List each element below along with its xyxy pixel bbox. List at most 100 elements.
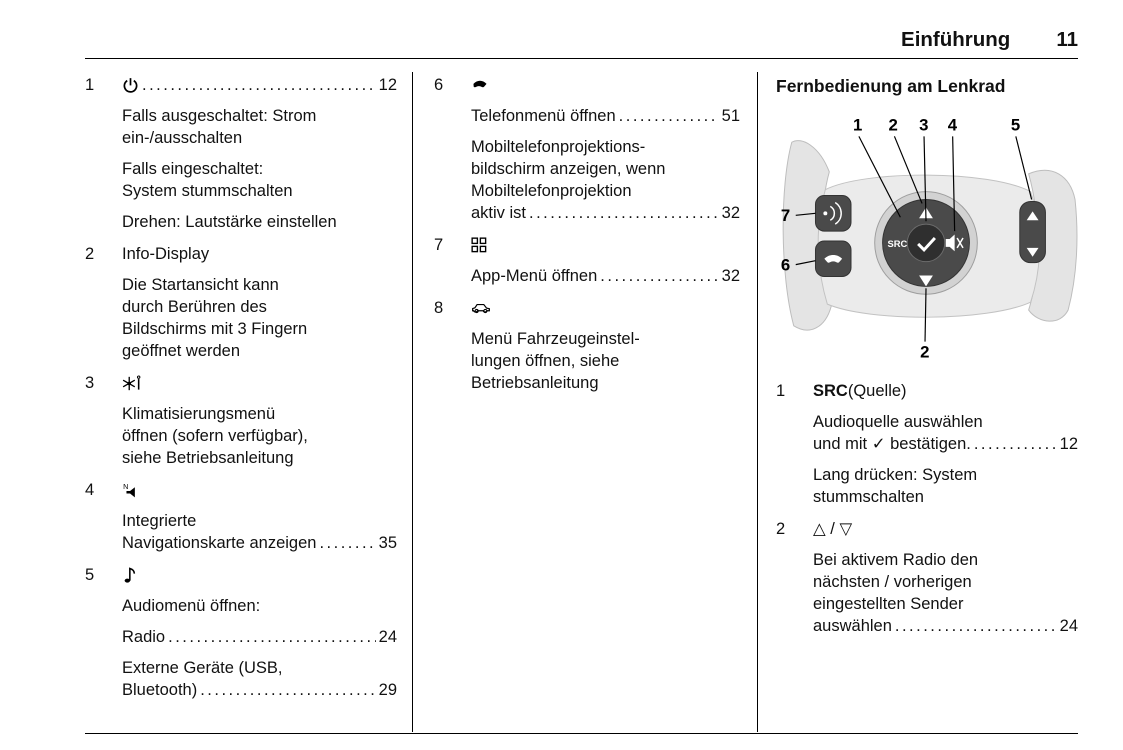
list-item: 6 Telefonmenü öffnen ...................…	[434, 74, 740, 224]
item-text: Bei aktivem Radio den nächsten / vorheri…	[813, 551, 979, 613]
leader-text: auswählen	[813, 617, 892, 635]
car-icon	[471, 301, 491, 315]
list-item: 5 Audiomenü öffnen: Radio ..............…	[85, 564, 397, 701]
item-text: Drehen: Lautstärke einstellen	[122, 213, 337, 231]
section-heading: Fernbedienung am Lenkrad	[776, 76, 1006, 96]
page-ref: 24	[1059, 617, 1078, 635]
rocker-button	[1019, 200, 1046, 264]
list-item: 3 Klimatisierungsmenü öffne	[85, 372, 397, 469]
page-ref: 32	[721, 267, 740, 285]
page-ref: 51	[721, 107, 740, 125]
power-icon	[122, 77, 139, 94]
leader-text: Bluetooth)	[122, 681, 198, 699]
dot-leader: ........................................…	[600, 267, 718, 285]
item-text: Integrierte	[122, 512, 197, 530]
callout-7: 7	[781, 206, 790, 225]
item-number: 6	[434, 76, 444, 94]
item-title-bold: SRC	[813, 382, 848, 400]
callout-2: 2	[889, 115, 898, 134]
leader-text: App-Menü öffnen	[471, 267, 598, 285]
climate-icon	[122, 374, 142, 392]
column-divider-1	[412, 72, 413, 732]
leader-line: auswählen ..............................…	[813, 615, 1078, 637]
list-item: 8 Menü Fahrzeugeinstel- lungen öffnen, s…	[434, 297, 740, 394]
phone-button-icon	[824, 255, 843, 263]
svg-text:N: N	[123, 482, 128, 491]
leader-line: und mit ✓ bestätigen. ..................…	[813, 433, 1078, 455]
src-button-label: SRC	[888, 239, 908, 249]
item-number: 1	[776, 382, 786, 400]
item-text: Klimatisierungsmenü öffnen (sofern verfü…	[122, 405, 308, 467]
list-item: 1 ......................................…	[85, 74, 397, 233]
column-divider-2	[757, 72, 758, 732]
voice-icon	[829, 201, 842, 225]
ok-button	[906, 223, 946, 263]
callout-3: 3	[919, 115, 928, 134]
leader-line: Telefonmenü öffnen .....................…	[471, 105, 740, 127]
callout-4: 4	[948, 115, 958, 134]
page-ref: 12	[378, 76, 397, 94]
down-arrow-icon	[919, 275, 933, 287]
item-text: Falls eingeschaltet: System stummschalte…	[122, 160, 293, 200]
dot-leader: ........................................…	[529, 204, 719, 222]
voice-button	[814, 195, 852, 232]
item-number: 4	[85, 481, 95, 499]
dot-leader: ........................................…	[894, 617, 1057, 635]
list-item: 1 SRC (Quelle) Audioquelle auswählen und…	[776, 380, 1078, 508]
leader-line: App-Menü öffnen ........................…	[471, 265, 740, 287]
item-number: 3	[85, 374, 95, 392]
footer-rule	[85, 733, 1078, 734]
list-item: 2 △ / ▽ Bei aktivem Radio den nächsten /…	[776, 518, 1078, 637]
callout-1: 1	[853, 115, 862, 134]
leader-text: und mit ✓ bestätigen.	[813, 435, 971, 453]
callout-2-bottom: 2	[920, 342, 929, 361]
page-ref: 12	[1059, 435, 1078, 453]
nav-speaker-icon: N	[122, 482, 141, 499]
item-number: 5	[85, 566, 95, 584]
list-item: 4 N Integrierte Navigationskarte anzeige…	[85, 479, 397, 554]
page-header: Einführung 11	[901, 28, 1078, 52]
leader-line: Radio ..................................…	[122, 626, 397, 648]
item-number: 8	[434, 299, 444, 317]
column-3: Fernbedienung am Lenkrad SRC	[776, 74, 1078, 637]
item-text: Menü Fahrzeugeinstel- lungen öffnen, sie…	[471, 330, 640, 392]
item-text: Audioquelle auswählen	[813, 413, 983, 431]
leader-line: Bluetooth) .............................…	[122, 679, 397, 701]
header-rule	[85, 58, 1078, 59]
column-1: 1 ......................................…	[85, 74, 397, 701]
item-title: Info-Display	[122, 245, 210, 263]
leader-line: Navigationskarte anzeigen ..............…	[122, 532, 397, 554]
item-text: Externe Geräte (USB,	[122, 659, 283, 677]
list-item: 7 App-Menü öffnen ................	[434, 234, 740, 287]
item-number: 2	[85, 245, 95, 263]
item-text: Falls ausgeschaltet: Strom ein-/ausschal…	[122, 107, 317, 147]
leader-line: aktiv ist ..............................…	[471, 202, 740, 224]
column-2: 6 Telefonmenü öffnen ...................…	[434, 74, 740, 394]
page-ref: 24	[378, 628, 397, 646]
leader-text: Radio	[122, 628, 166, 646]
dot-leader: ........................................…	[200, 681, 376, 699]
page-ref: 35	[378, 534, 397, 552]
leader-text: Navigationskarte anzeigen	[122, 534, 317, 552]
app-grid-icon	[471, 237, 487, 253]
mute-icon	[945, 234, 955, 252]
page-ref: 32	[721, 204, 740, 222]
item-number: 1	[85, 76, 95, 94]
dot-leader: ........................................…	[142, 76, 376, 94]
item-text: Audiomenü öffnen:	[122, 597, 261, 615]
check-icon	[917, 236, 936, 252]
list-item: 2 Info-Display Die Startansicht kann dur…	[85, 243, 397, 362]
item-number: 2	[776, 520, 786, 538]
item-text: Die Startansicht kann durch Berühren des…	[122, 276, 308, 360]
page-number: 11	[1056, 28, 1078, 51]
item-title: (Quelle)	[847, 382, 907, 400]
dot-leader: ........................................…	[168, 628, 376, 646]
up-down-arrows-label: △ / ▽	[813, 520, 853, 538]
callout-6: 6	[781, 256, 790, 275]
dot-leader: ........................................…	[319, 534, 376, 552]
phone-icon	[471, 78, 489, 93]
item-text: Lang drücken: System stummschalten	[813, 466, 978, 506]
item-number: 7	[434, 236, 444, 254]
leader-text: aktiv ist	[471, 204, 527, 222]
